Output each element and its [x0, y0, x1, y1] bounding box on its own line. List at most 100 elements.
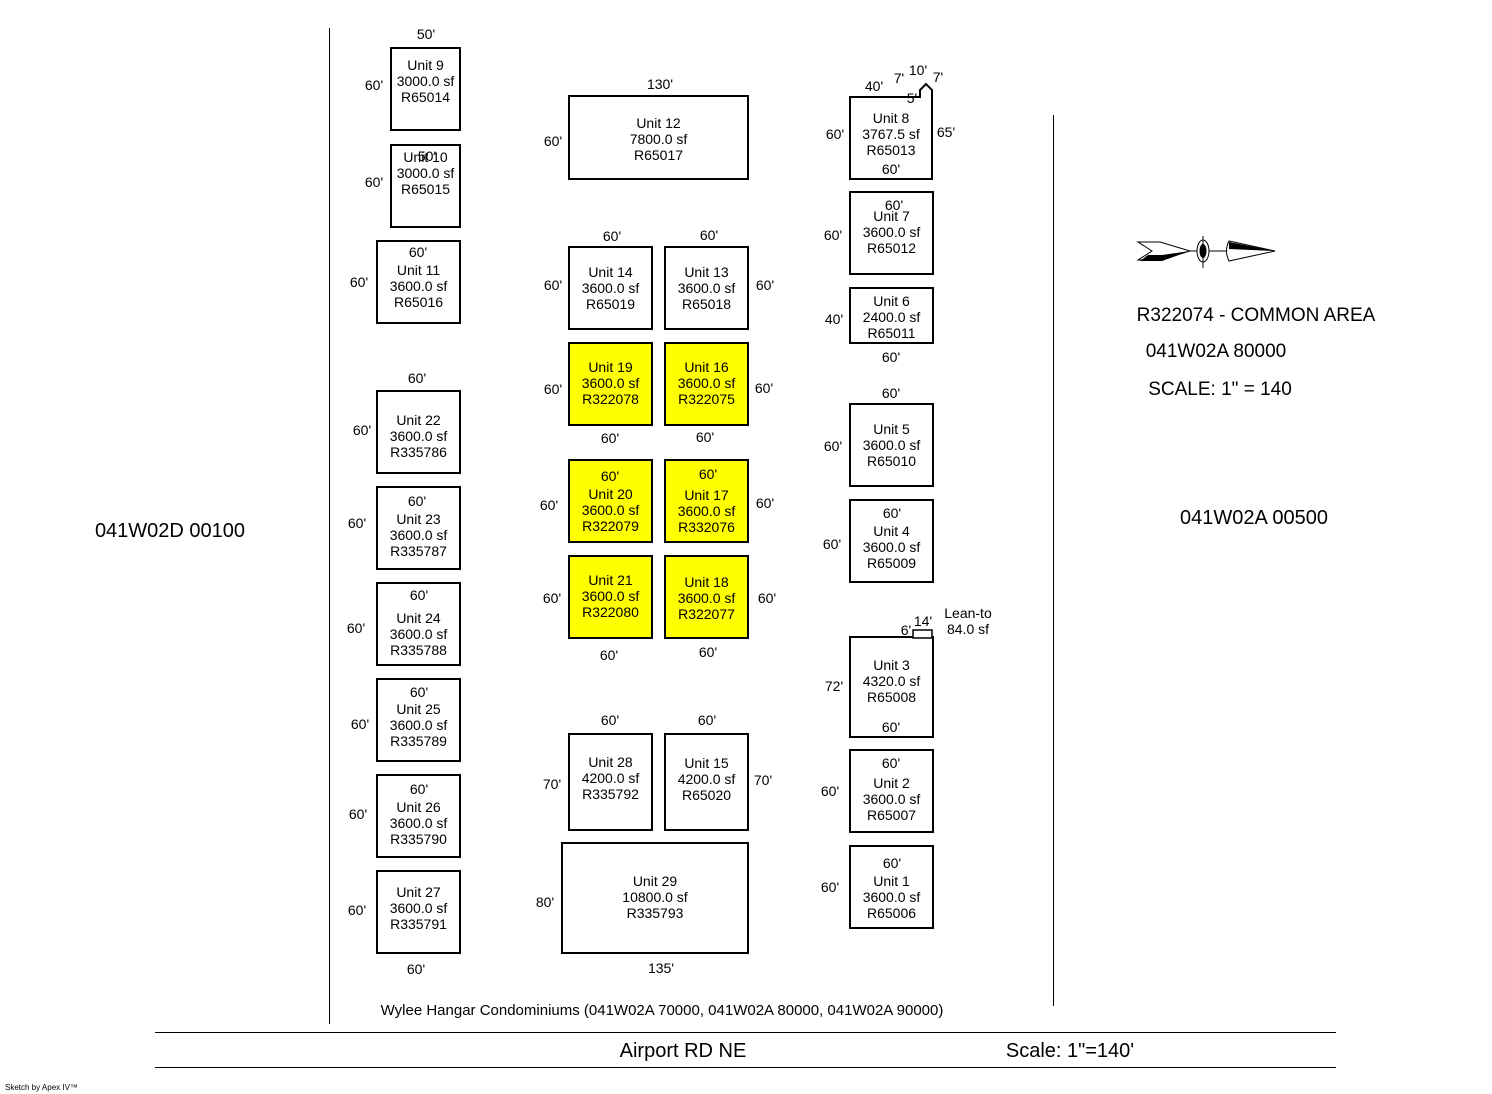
- unit-name: Unit 17: [684, 487, 729, 503]
- unit-2-footprint: [849, 749, 934, 833]
- unit-22-footprint: [376, 390, 461, 474]
- unit-area: 3600.0 sf: [582, 375, 640, 391]
- unit-area: 3600.0 sf: [582, 588, 640, 604]
- unit-area: 3600.0 sf: [678, 503, 736, 519]
- unit-area: 3600.0 sf: [390, 815, 448, 831]
- unit-parcel-id: R335787: [390, 543, 447, 559]
- dimension-label: 50': [417, 26, 435, 42]
- unit-parcel-id: R322080: [582, 604, 639, 620]
- north-arrow-icon: [1136, 236, 1276, 268]
- unit-area: 3600.0 sf: [390, 278, 448, 294]
- unit-parcel-id: R65009: [867, 555, 916, 571]
- dimension-label: 60': [758, 590, 776, 606]
- unit-area: 3600.0 sf: [678, 280, 736, 296]
- dimension-label: 60': [600, 647, 618, 663]
- unit-name: Unit 12: [636, 115, 681, 131]
- unit-name: Unit 22: [396, 412, 441, 428]
- unit-area: 3600.0 sf: [390, 900, 448, 916]
- lean-to-area: 84.0 sf: [947, 621, 989, 637]
- unit-name: Unit 4: [873, 523, 910, 539]
- unit-8-outline: [849, 82, 933, 180]
- unit-area: 4200.0 sf: [582, 770, 640, 786]
- unit-name: Unit 11: [397, 262, 441, 278]
- dimension-label: 60': [407, 961, 425, 977]
- dimension-label: 60': [349, 806, 367, 822]
- dimension-label: 60': [348, 902, 366, 918]
- unit-parcel-id: R335789: [390, 733, 447, 749]
- lean-to-label: Lean-to: [944, 605, 992, 621]
- unit-3-footprint: [849, 636, 934, 738]
- dimension-label: 40': [865, 78, 883, 94]
- unit-area: 4320.0 sf: [863, 673, 921, 689]
- dimension-label: 65': [937, 124, 955, 140]
- unit-5-footprint: [849, 403, 934, 487]
- unit-19-footprint: [568, 342, 653, 426]
- unit-name: Unit 13: [684, 264, 729, 280]
- dimension-label: 7': [933, 69, 943, 85]
- unit-name: Unit 2: [873, 775, 910, 791]
- dimension-label: 60': [351, 716, 369, 732]
- unit-area: 3600.0 sf: [390, 527, 448, 543]
- legend-parcel-id: 041W02A 80000: [1146, 341, 1287, 362]
- unit-parcel-id: R322079: [582, 518, 639, 534]
- dimension-label: 60': [882, 385, 900, 401]
- unit-4-footprint: [849, 499, 934, 583]
- unit-parcel-id: R335791: [390, 916, 447, 932]
- dimension-label: 60': [544, 277, 562, 293]
- dimension-label: 60': [823, 536, 841, 552]
- unit-area: 4200.0 sf: [678, 771, 736, 787]
- dimension-label: 60': [348, 515, 366, 531]
- unit-parcel-id: R332076: [678, 519, 735, 535]
- unit-24-footprint: [376, 582, 461, 666]
- unit-area: 3600.0 sf: [582, 502, 640, 518]
- dimension-label: 60': [824, 438, 842, 454]
- unit-area: 3600.0 sf: [390, 717, 448, 733]
- unit-6-footprint: [849, 287, 934, 344]
- dimension-label: 72': [825, 678, 843, 694]
- unit-parcel-id: R65007: [867, 807, 916, 823]
- unit-name: Unit 19: [588, 359, 633, 375]
- dimension-label: 60': [353, 422, 371, 438]
- unit-name: Unit 3: [873, 657, 910, 673]
- dimension-label: 60': [882, 349, 900, 365]
- dimension-label: 60': [544, 133, 562, 149]
- dimension-label: 60': [821, 783, 839, 799]
- dimension-label: 60': [603, 228, 621, 244]
- dimension-label: 60': [824, 227, 842, 243]
- unit-14-footprint: [568, 246, 653, 330]
- unit-parcel-id: R65014: [401, 89, 450, 105]
- unit-parcel-id: R65019: [586, 296, 635, 312]
- dimension-label: 60': [756, 277, 774, 293]
- dimension-label: 60': [700, 227, 718, 243]
- unit-area: 3767.5 sf: [862, 126, 920, 142]
- unit-20-footprint: [568, 459, 653, 543]
- unit-parcel-id: R335790: [390, 831, 447, 847]
- unit-name: Unit 7: [873, 208, 910, 224]
- dimension-label: 60': [756, 495, 774, 511]
- dimension-label: 60': [601, 468, 619, 484]
- lean-to: Lean-to 84.0 sf 6' 14': [901, 605, 992, 639]
- unit-parcel-id: R322078: [582, 391, 639, 407]
- unit-parcel-id: R65011: [867, 325, 915, 341]
- unit-11-footprint: [376, 240, 461, 324]
- unit-name: Unit 25: [396, 701, 441, 717]
- dimension-label: 70': [754, 772, 772, 788]
- unit-parcel-id: R322077: [678, 606, 735, 622]
- unit-15-footprint: [664, 733, 749, 831]
- unit-parcel-id: R65015: [401, 181, 450, 197]
- dimension-label: 60': [410, 684, 428, 700]
- unit-name: Unit 23: [396, 511, 441, 527]
- dimension-label: 60': [601, 430, 619, 446]
- dimension-label: 60': [755, 380, 773, 396]
